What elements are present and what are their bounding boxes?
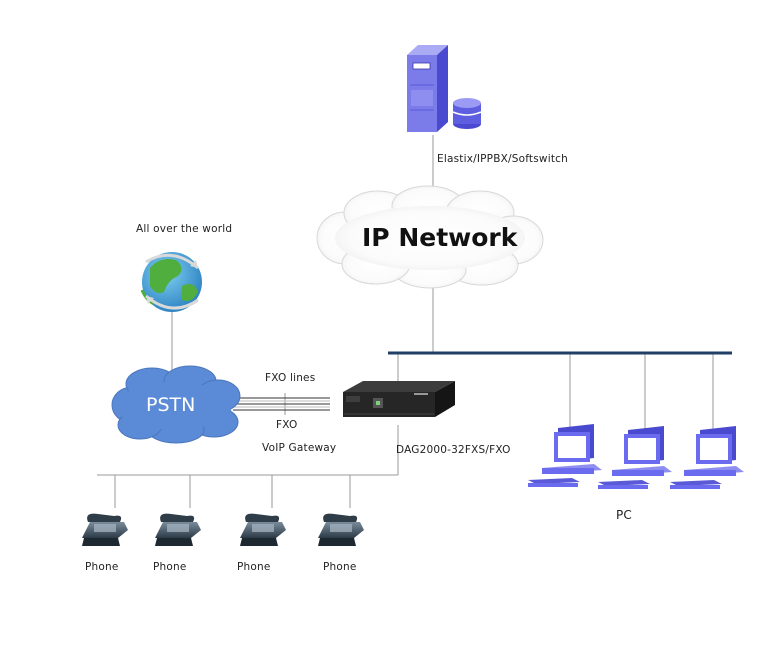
pc-icon <box>528 424 602 487</box>
phone-label: Phone <box>237 561 271 573</box>
phone-label: Phone <box>153 561 187 573</box>
server-label: Elastix/IPPBX/Softswitch <box>437 153 568 165</box>
phone-icon <box>82 513 128 546</box>
pc-computers <box>528 424 744 489</box>
ip-network-label: IP Network <box>362 223 518 252</box>
fxo-label: FXO <box>276 419 298 431</box>
pc-icon <box>598 426 672 489</box>
world-label: All over the world <box>136 223 233 235</box>
phone-icon <box>318 513 364 546</box>
pstn-cloud-icon <box>111 365 241 444</box>
pc-label: PC <box>616 508 633 522</box>
phone-icon <box>240 513 286 546</box>
globe-icon <box>140 252 202 312</box>
server-database-icon <box>407 45 482 132</box>
phone-icon <box>155 513 201 546</box>
phone-label: Phone <box>323 561 357 573</box>
pc-icon <box>670 426 744 489</box>
fxo-lines-bundle <box>233 397 330 411</box>
pstn-label: PSTN <box>146 394 196 416</box>
phone-label: Phone <box>85 561 119 573</box>
gateway-model-label: DAG2000-32FXS/FXO <box>396 444 511 456</box>
ip-network-cloud-icon <box>316 185 544 289</box>
voip-gateway-label: VoIP Gateway <box>262 442 337 454</box>
phones <box>82 513 364 546</box>
voip-gateway-icon <box>343 381 455 417</box>
fxo-lines-label: FXO lines <box>265 372 316 384</box>
